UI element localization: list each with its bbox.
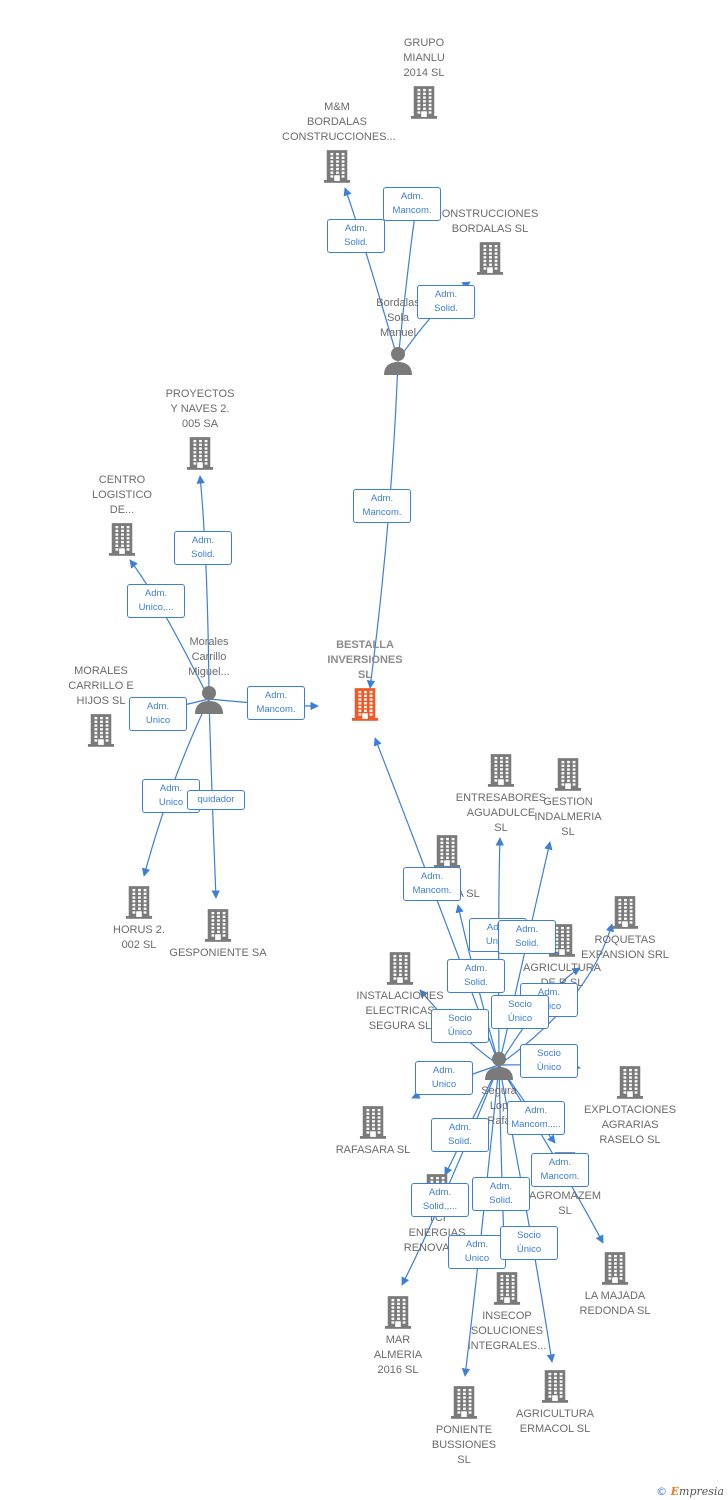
node-label-grupo_mianlu[interactable]: GRUPO MIANLU 2014 SL: [403, 37, 445, 79]
edge-label-morales_carrillo-proyectos_naves[interactable]: Adm. Solid.: [174, 531, 232, 565]
brand-initial: E: [670, 1485, 680, 1498]
building-icon-mm_bordalas[interactable]: [323, 149, 351, 188]
building-icon-agricultura_ermacol[interactable]: [541, 1369, 569, 1408]
node-label-construcciones_bordalas[interactable]: ONSTRUCCIONES BORDALAS SL: [441, 208, 539, 235]
building-icon-insecop[interactable]: [493, 1271, 521, 1310]
node-label-entresabores[interactable]: ENTRESABORES AGUADULCE SL: [455, 792, 547, 834]
edge-label-segura-rafasara[interactable]: Adm. Unico: [415, 1061, 473, 1095]
person-icon-bordalas_sola[interactable]: [383, 345, 413, 380]
edge-label-segura-insecop[interactable]: Adm. Solid.: [472, 1177, 530, 1211]
brand-footer: © Empresia: [656, 1485, 724, 1498]
node-label-morales_carrillo[interactable]: Morales Carrillo Miguel...: [188, 636, 230, 678]
building-icon-poniente_bussiones[interactable]: [450, 1385, 478, 1424]
node-label-gesponiente[interactable]: GESPONIENTE SA: [169, 947, 267, 959]
building-icon-instalaciones[interactable]: [386, 951, 414, 990]
node-label-poniente_bussiones[interactable]: PONIENTE BUSSIONES SL: [431, 1424, 497, 1466]
building-icon-rafasara[interactable]: [359, 1105, 387, 1144]
node-label-gestion_indalmeria[interactable]: GESTION INDALMERIA SL: [534, 796, 602, 838]
copyright-icon: ©: [656, 1485, 668, 1498]
edge-label-morales_carrillo-morales_carrillo_hijos[interactable]: Adm. Unico: [129, 697, 187, 731]
building-icon-proyectos_naves[interactable]: [186, 436, 214, 475]
building-icon-bestalla[interactable]: [351, 687, 379, 726]
edge-label-morales_carrillo-bestalla[interactable]: Adm. Mancom.: [247, 686, 305, 720]
edge-label-bordalas_sola-mm_bordalas[interactable]: Adm. Solid.: [327, 219, 385, 253]
person-icon-morales_carrillo[interactable]: [194, 684, 224, 719]
edge-label-segura-explotaciones[interactable]: Socio Único: [520, 1044, 578, 1078]
edge-label-segura-agromazem[interactable]: Adm. Mancom.....: [507, 1101, 565, 1135]
edge-label-bordalas_sola-bestalla[interactable]: Adm. Mancom.: [353, 489, 411, 523]
building-icon-mar_almeria[interactable]: [384, 1295, 412, 1334]
node-label-instalaciones[interactable]: INSTALACIONES ELECTRICAS SEGURA SL: [356, 990, 444, 1032]
node-label-proyectos_naves[interactable]: PROYECTOS Y NAVES 2. 005 SA: [165, 388, 235, 430]
node-label-la_majada[interactable]: LA MAJADA REDONDA SL: [579, 1290, 651, 1317]
node-label-agricultura_ermacol[interactable]: AGRICULTURA ERMACOL SL: [515, 1408, 595, 1435]
edge-label-morales_carrillo-gesponiente[interactable]: quidador: [187, 790, 245, 810]
building-icon-construcciones_bordalas[interactable]: [476, 241, 504, 280]
building-icon-la_majada[interactable]: [601, 1251, 629, 1290]
node-label-bordalas_sola[interactable]: Bordalas Sola Manuel: [376, 297, 420, 339]
node-label-agromazem[interactable]: AGROMAZEM SL: [528, 1190, 602, 1217]
edge-morales_carrillo-proyectos_naves: [196, 475, 210, 700]
building-icon-centro_logistico[interactable]: [108, 522, 136, 561]
node-label-centro_logistico[interactable]: CENTRO LOGISTICO DE...: [92, 474, 152, 516]
edge-label-segura-gestion_indalmeria[interactable]: Adm. Solid.: [498, 920, 556, 954]
node-label-insecop[interactable]: INSECOP SOLUCIONES INTEGRALES...: [467, 1310, 547, 1352]
edge-label-segura-energia[interactable]: Adm. Solid.: [447, 959, 505, 993]
edge-label-segura-roquetas[interactable]: Socio Único: [491, 995, 549, 1029]
node-label-mm_bordalas[interactable]: M&M BORDALAS CONSTRUCCIONES...: [282, 101, 396, 143]
node-label-segura[interactable]: Segura Lop Rafa: [481, 1085, 517, 1127]
building-icon-grupo_mianlu[interactable]: [410, 85, 438, 124]
building-icon-roquetas[interactable]: [611, 895, 639, 934]
building-icon-morales_carrillo_hijos[interactable]: [87, 713, 115, 752]
edge-label-segura-agricultura_ermacol[interactable]: Socio Único: [500, 1226, 558, 1260]
edge-label-bordalas_sola-construcciones_bordalas[interactable]: Adm. Solid.: [417, 285, 475, 319]
node-label-roquetas[interactable]: ROQUETAS EXPANSION SRL: [581, 934, 669, 961]
building-icon-energia[interactable]: [433, 834, 461, 873]
edge-label-segura-poniente_bussiones[interactable]: Adm. Unico: [448, 1235, 506, 1269]
node-label-explotaciones[interactable]: EXPLOTACIONES AGRARIAS RASELO SL: [583, 1104, 677, 1146]
building-icon-horus[interactable]: [125, 885, 153, 924]
person-icon-segura[interactable]: [484, 1050, 514, 1085]
node-label-mar_almeria[interactable]: MAR ALMERIA 2016 SL: [373, 1334, 423, 1376]
building-icon-agricultura_dealhor[interactable]: [548, 923, 576, 962]
edge-label-segura-instalaciones[interactable]: Socio Único: [431, 1009, 489, 1043]
edge-label-segura-bestalla[interactable]: Adm. Mancom.: [403, 867, 461, 901]
edge-label-segura-mar_almeria[interactable]: Adm. Solid.,...: [411, 1183, 469, 1217]
building-icon-gesponiente[interactable]: [204, 908, 232, 947]
edge-label-morales_carrillo-centro_logistico[interactable]: Adm. Unico,...: [127, 584, 185, 618]
edge-label-segura-tci_energias[interactable]: Adm. Solid.: [431, 1118, 489, 1152]
building-icon-gestion_indalmeria[interactable]: [554, 757, 582, 796]
building-icon-explotaciones[interactable]: [616, 1065, 644, 1104]
node-label-rafasara[interactable]: RAFASARA SL: [335, 1144, 411, 1156]
node-label-horus[interactable]: HORUS 2. 002 SL: [113, 924, 165, 951]
edge-label-segura-la_majada[interactable]: Adm. Mancom.: [531, 1153, 589, 1187]
edge-label-bordalas_sola-grupo_mianlu[interactable]: Adm. Mancom.: [383, 187, 441, 221]
brand-name: mpresia: [679, 1485, 724, 1498]
node-label-morales_carrillo_hijos[interactable]: MORALES CARRILLO E HIJOS SL: [68, 665, 134, 707]
node-label-bestalla[interactable]: BESTALLA INVERSIONES SL: [327, 639, 403, 681]
building-icon-entresabores[interactable]: [487, 753, 515, 792]
